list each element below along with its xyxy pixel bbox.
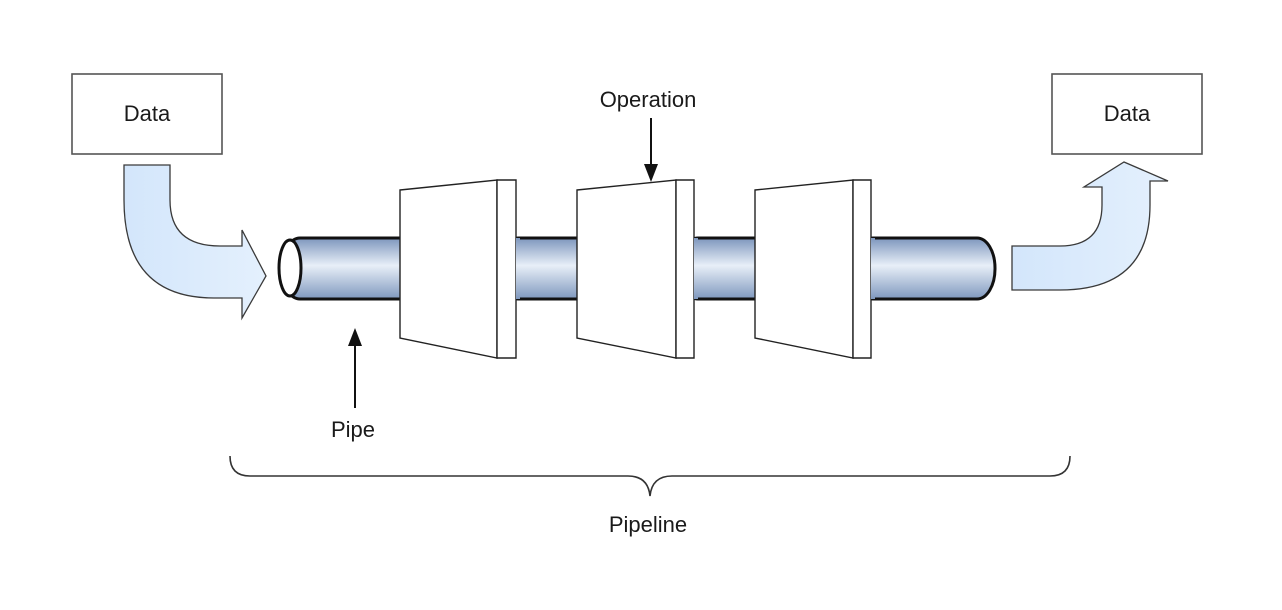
curved-arrow-right-icon — [123, 164, 267, 321]
operation-plate-3 — [754, 179, 872, 359]
curved-arrow-up-icon — [1011, 161, 1169, 291]
pipe-opening — [277, 238, 303, 298]
input-data-box: Data — [71, 73, 223, 155]
pipe-label: Pipe — [331, 417, 375, 442]
operation-plate-2 — [576, 179, 695, 359]
pipe-segment-4 — [853, 236, 997, 301]
pipe-stubs — [516, 238, 875, 299]
output-data-box: Data — [1051, 73, 1203, 155]
pipeline-label: Pipeline — [609, 512, 687, 537]
output-data-label: Data — [1104, 101, 1151, 126]
operation-plate-1 — [399, 179, 517, 359]
pipeline-brace — [229, 455, 1071, 497]
input-data-label: Data — [124, 101, 171, 126]
operation-label: Operation — [600, 87, 697, 112]
operation-pointer-arrow-icon — [644, 118, 658, 182]
pipe-pointer-arrow-icon — [348, 328, 362, 408]
